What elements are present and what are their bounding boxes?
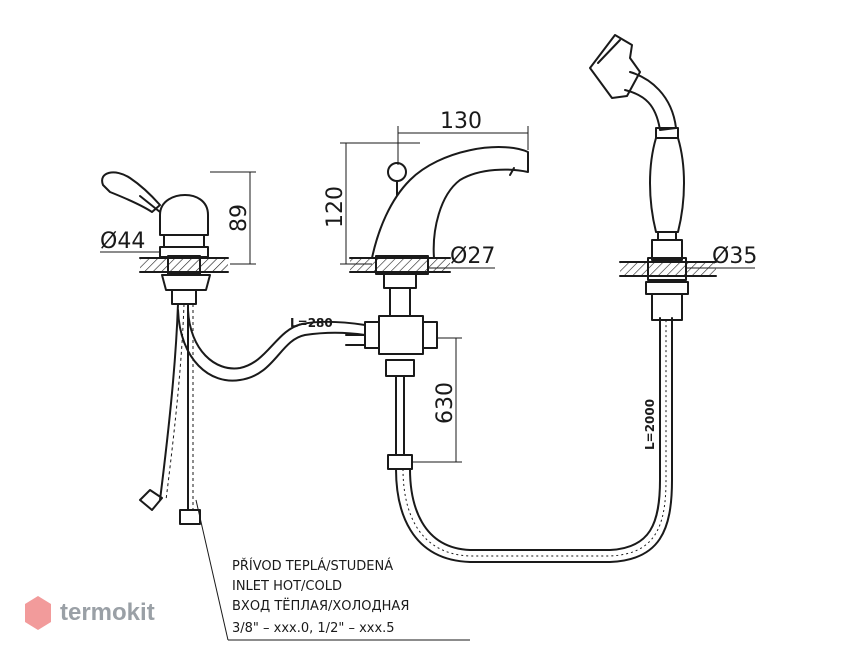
svg-text:89: 89 [227,204,252,232]
svg-text:630: 630 [433,382,458,424]
mixer-dome [159,194,209,236]
lever-handle [101,171,161,213]
svg-text:Ø44: Ø44 [100,229,145,254]
shower-hose-length-label: L=2000 [643,399,657,450]
dimension-120: 120 [323,142,420,265]
lever-mixer [101,171,366,525]
dimension-dia-35: Ø35 [686,244,757,269]
dimension-dia-27: Ø27 [428,244,495,269]
hose-nut-right [179,509,201,525]
spout-body [371,146,529,259]
watermark: termokit [25,596,155,630]
deck-center [350,258,450,272]
spout-assembly [345,146,529,470]
svg-text:130: 130 [440,109,482,134]
shower-hose [395,317,673,563]
shower-hose-nut [387,454,413,470]
inlet-hose-left [159,303,179,501]
dimension-dia-44: Ø44 [100,229,160,254]
hand-shower [589,34,717,321]
connector-hose [177,309,366,382]
svg-text:PŘÍVOD TEPLÁ/STUDENÁ: PŘÍVOD TEPLÁ/STUDENÁ [232,558,393,574]
deck-left [140,258,228,272]
svg-text:ВХОД ТЁПЛАЯ/ХОЛОДНАЯ: ВХОД ТЁПЛАЯ/ХОЛОДНАЯ [232,598,409,614]
shower-holder [651,239,683,261]
svg-text:termokit: termokit [60,599,155,626]
shower-head [589,34,641,99]
svg-text:3/8" – xxx.0, 1/2" – xxx.5: 3/8" – xxx.0, 1/2" – xxx.5 [232,621,395,636]
svg-text:INLET HOT/COLD: INLET HOT/COLD [232,579,342,594]
inlet-note: PŘÍVOD TEPLÁ/STUDENÁ INLET HOT/COLD ВХОД… [195,499,470,641]
svg-text:120: 120 [323,186,348,228]
dimension-89: 89 [210,171,256,265]
shower-grip [649,137,685,233]
dimension-630: 630 [412,337,462,463]
hose-nut-left [139,489,163,511]
connector-length-label: L=280 [290,316,333,330]
svg-text:Ø27: Ø27 [450,244,495,269]
termokit-logo-icon [25,596,51,630]
tee-left-nut [364,321,380,349]
tee-body [378,315,424,355]
spout-knob [387,162,407,182]
shower-neck [624,71,677,131]
dimension-130: 130 [397,109,529,165]
svg-text:Ø35: Ø35 [712,244,757,269]
deck-right [620,262,716,276]
tee-right-nut [422,321,438,349]
